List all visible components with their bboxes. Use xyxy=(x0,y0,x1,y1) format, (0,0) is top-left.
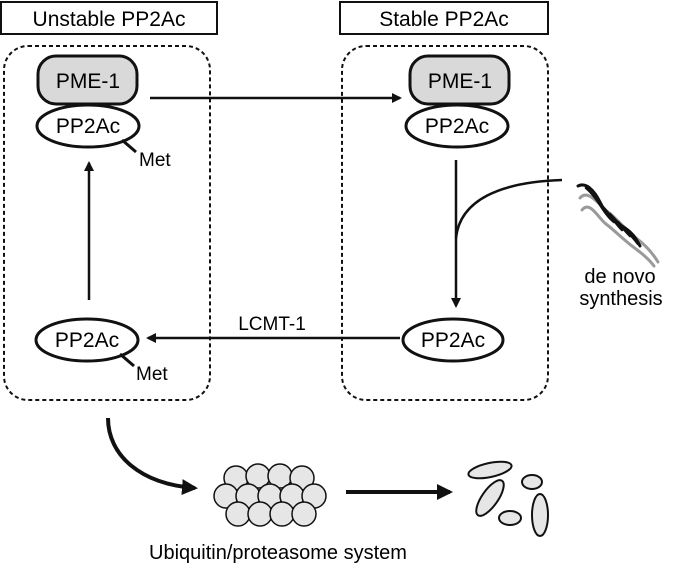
unstable-compartment xyxy=(3,45,211,401)
pp2ac-right-top-label: PP2Ac xyxy=(425,115,489,138)
peptide-fragments-icon xyxy=(467,460,549,537)
pp2ac-right-bottom-node xyxy=(401,317,505,363)
arrow-to-proteasome xyxy=(106,417,198,496)
lcmt1-label: LCMT-1 xyxy=(238,314,306,335)
stable-title-box: Stable PP2Ac xyxy=(339,1,549,35)
pp2ac-left-bottom-node xyxy=(34,317,140,363)
unstable-title: Unstable PP2Ac xyxy=(33,8,186,31)
pp2ac-right-bottom-label: PP2Ac xyxy=(421,329,485,352)
unstable-title-box: Unstable PP2Ac xyxy=(0,1,218,35)
right-top-complex: PME-1 PP2Ac xyxy=(404,54,511,149)
mrna-helix-icon xyxy=(576,183,660,268)
pme1-left-label: PME-1 xyxy=(56,70,120,93)
pp2ac-left-top-node xyxy=(35,103,141,149)
pme1-right-label: PME-1 xyxy=(428,70,492,93)
proteasome-icon xyxy=(213,463,327,527)
met-left-bottom-bond xyxy=(119,352,135,368)
met-left-bottom-label: Met xyxy=(136,364,168,385)
stable-title: Stable PP2Ac xyxy=(379,8,509,31)
stable-compartment xyxy=(341,45,549,401)
left-bottom-complex: PP2Ac Met xyxy=(34,317,168,385)
de-novo-label-line2: synthesis xyxy=(579,288,662,310)
left-top-complex: PME-1 PP2Ac Met xyxy=(35,54,171,171)
de-novo-label-line1: de novo xyxy=(584,266,655,288)
met-left-top-bond xyxy=(121,138,137,154)
ups-label: Ubiquitin/proteasome system xyxy=(149,542,407,564)
pp2ac-left-top-label: PP2Ac xyxy=(56,115,120,138)
met-left-top-label: Met xyxy=(139,150,171,171)
de-novo-feed-curve xyxy=(454,178,563,239)
pp2ac-left-bottom-label: PP2Ac xyxy=(55,329,119,352)
right-bottom-complex: PP2Ac xyxy=(401,317,505,363)
pp2ac-right-top-node xyxy=(404,103,510,149)
